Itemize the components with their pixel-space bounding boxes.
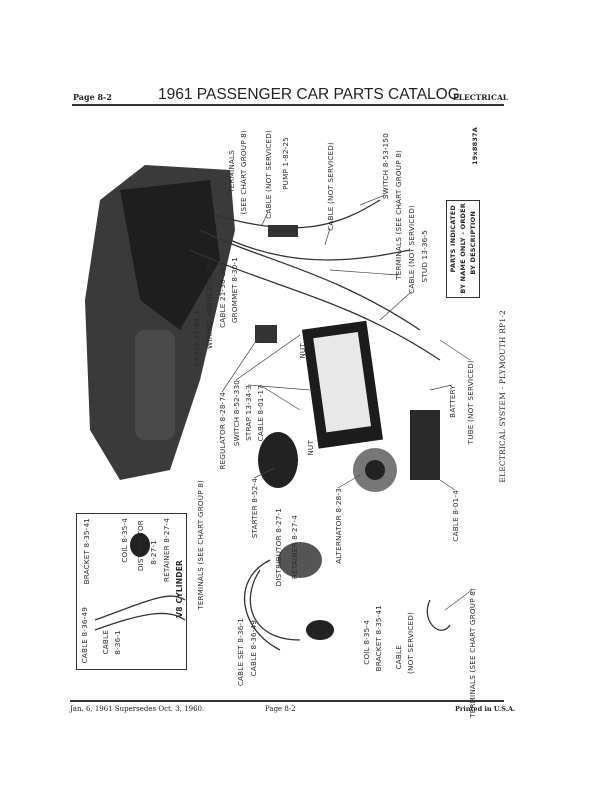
page-title: 1961 PASSENGER CAR PARTS CATALOG [158, 86, 460, 103]
inset-label-retainer: RETAINER 8-27-4 [162, 518, 171, 583]
inset-title: V8 CYLINDER [175, 560, 184, 618]
inset-label-distributor: DISTRIBUTOR [136, 520, 145, 572]
footer-page-number: Page 8-2 [265, 705, 296, 713]
label-cable-8-01-17: CABLE 8-01-17 [256, 385, 265, 442]
footer-rule [70, 700, 504, 702]
label-terminals-right: TERMINALS (SEE CHART GROUP 8) [394, 150, 403, 280]
note-line: BY NAME ONLY - ORDER [459, 203, 467, 294]
label-terminals-top-ref: (SEE CHART GROUP 8) [239, 130, 248, 215]
label-cable-8-36-49: CABLE 8-36-49 [249, 620, 258, 677]
note-line: BY DESCRIPTION [469, 211, 477, 275]
label-nut: NUT [306, 440, 315, 456]
label-nut: NUT [298, 343, 307, 359]
figure-caption: ELECTRICAL SYSTEM - PLYMOUTH RP1-2 [498, 310, 507, 483]
label-wiring-harness: WIRING HARNESS 8-15-2 [205, 255, 214, 349]
label-retainer: RETAINER 8-27-4 [290, 515, 299, 580]
note-box: PARTS INDICATED BY NAME ONLY - ORDER BY … [446, 200, 480, 298]
label-regulator: REGULATOR 8-28-74 [218, 392, 227, 470]
label-coil: COIL 8-35-4 [362, 620, 371, 665]
label-cable-8-01-4: CABLE 8-01-4 [451, 490, 460, 542]
label-battery: BATTERY [448, 385, 457, 418]
inset-label-cable-8-36-49: CABLE 8-36-49 [80, 607, 89, 664]
label-stud: STUD 13-36-5 [420, 230, 429, 283]
inset-label-cable-number: 8-36-1 [113, 630, 122, 655]
label-cable: CABLE [394, 645, 403, 670]
label-cable-21-84-1: CABLE 21-84-1 [192, 310, 201, 367]
label-cable-not-serviced: CABLE (NOT SERVICED) [326, 142, 335, 231]
figure-id: 19x8837A [471, 127, 479, 165]
label-pump: PUMP 1-82-25 [281, 137, 290, 190]
footer-date: Jan. 6, 1961 Supersedes Oct. 3, 1960. [70, 705, 205, 713]
label-cable-21-30-365: CABLE 21-30-365 [218, 262, 227, 328]
inset-label-coil: COIL 8-35-4 [120, 518, 129, 563]
header-rule [72, 104, 504, 106]
inset-label-distributor-number: 8-27-1 [149, 540, 158, 565]
label-cable-not-serviced: (NOT SERVICED) [406, 612, 415, 674]
label-strap: STRAP 13-34-3 [244, 385, 253, 441]
inset-label-cable: CABLE [101, 630, 110, 655]
section-label: ELECTRICAL [453, 93, 509, 102]
label-cable-not-serviced: CABLE (NOT SERVICED) [407, 205, 416, 294]
label-switch-8-53-150: SWITCH 8-53-150 [381, 133, 390, 200]
label-terminals-left: TERMINALS (SEE CHART GROUP 8) [196, 480, 205, 610]
label-grommet: GROMMET 8-30-1 [230, 257, 239, 324]
header-page-number: Page 8-2 [73, 92, 112, 102]
label-cable-set: CABLE SET 8-36-1 [236, 618, 245, 687]
label-alternator: ALTERNATOR 8-28-3 [334, 488, 343, 564]
label-cable-not-serviced: CABLE (NOT SERVICED) [264, 130, 273, 219]
inset-v8-cylinder: CABLE 8-36-49 CABLE 8-36-1 BRACKET 8-35-… [76, 513, 187, 670]
note-line: PARTS INDICATED [449, 205, 457, 273]
label-tube: TUBE (NOT SERVICED) [466, 360, 475, 445]
label-starter: STARTER 8-52-4 [250, 478, 259, 539]
label-terminals-top: TERMINALS [227, 150, 236, 193]
label-distributor: DISTRIBUTOR 8-27-1 [274, 508, 283, 587]
label-bracket: BRACKET 8-35-41 [374, 605, 383, 672]
label-terminals-bottom: TERMINALS (SEE CHART GROUP 8) [468, 588, 477, 718]
label-switch-8-52-330: SWITCH 8-52-330 [232, 380, 241, 447]
footer-printed: Printed in U.S.A. [455, 705, 516, 713]
inset-label-bracket: BRACKET 8-35-41 [82, 518, 91, 585]
